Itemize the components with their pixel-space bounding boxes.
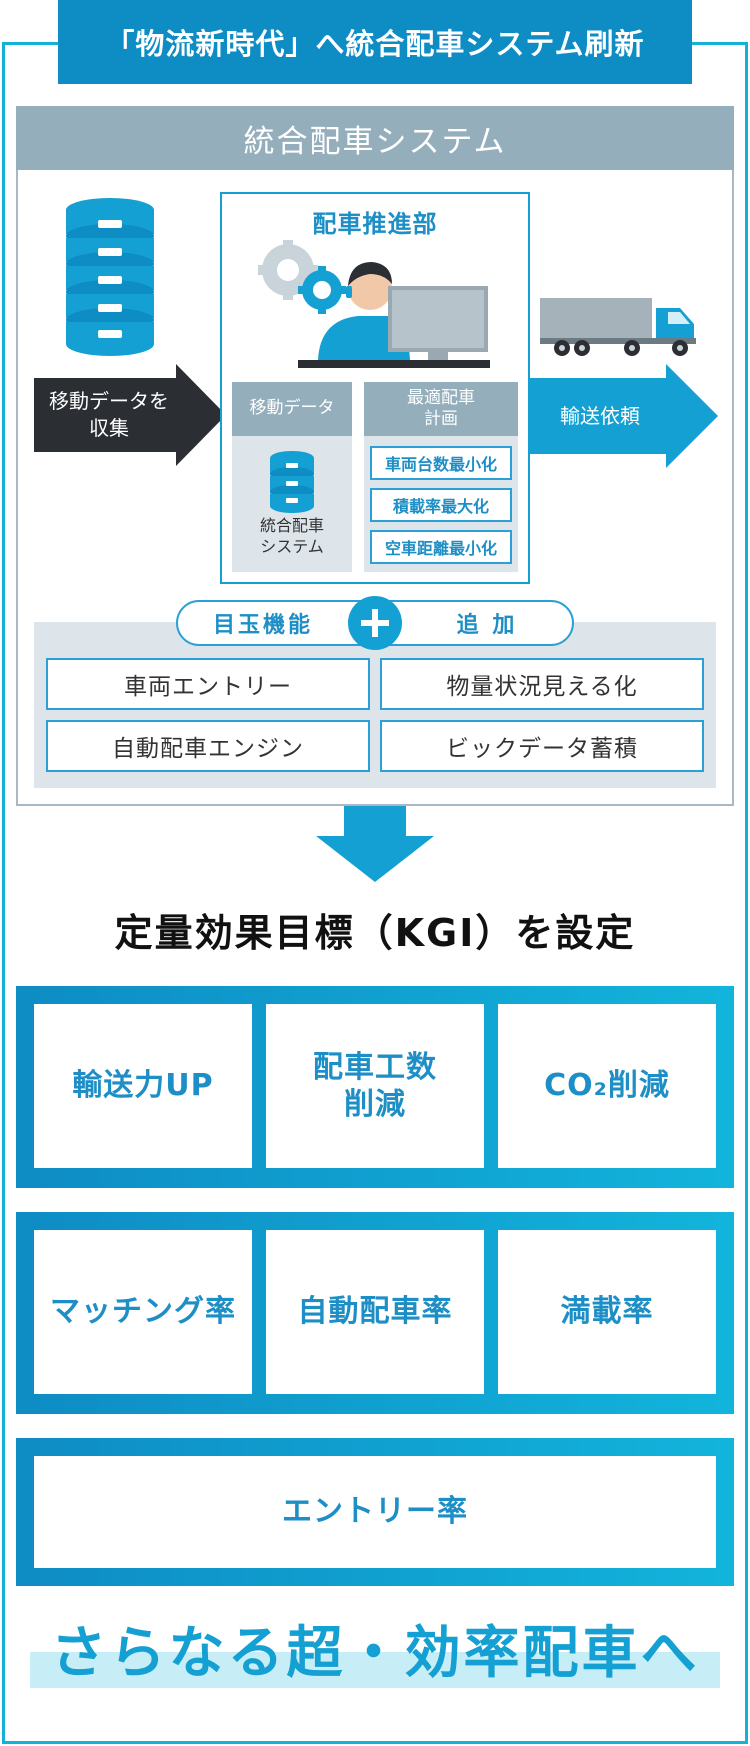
kgi-cell: マッチング率 xyxy=(34,1230,252,1394)
operator-icon xyxy=(258,240,490,368)
feature-item: 車両エントリー xyxy=(46,658,370,710)
transport-arrow-label: 輸送依頼 xyxy=(560,403,640,428)
kgi-cell: 配車工数 削減 xyxy=(266,1004,484,1168)
database-caption: 統合配車 システム xyxy=(259,516,324,556)
plan-item: 空車距離最小化 xyxy=(370,530,512,564)
plan-item: 積載率最大化 xyxy=(370,488,512,522)
page-title: 「物流新時代」へ統合配車システム刷新 xyxy=(58,0,692,84)
feature-pill-right: 追 加 xyxy=(456,613,518,638)
kgi-title: 定量効果目標（KGI）を設定 xyxy=(114,911,636,955)
feature-item: 物量状況見える化 xyxy=(380,658,704,710)
kgi-cell: エントリー率 xyxy=(34,1456,716,1568)
tagline-underline xyxy=(30,1652,720,1688)
collect-arrow xyxy=(34,364,226,466)
plus-icon xyxy=(348,596,402,650)
kgi-cell: 自動配車率 xyxy=(266,1230,484,1394)
feature-item: 自動配車エンジン xyxy=(46,720,370,772)
collect-arrow-label: 移動データを 収集 xyxy=(49,389,169,440)
plan-item: 車両台数最小化 xyxy=(370,446,512,480)
optimal-plan-header: 最適配車 計画 xyxy=(364,382,518,436)
system-title: 統合配車システム xyxy=(16,106,734,170)
database-icon xyxy=(66,198,154,356)
tagline: さらなる超・効率配車へ xyxy=(50,1621,700,1686)
feature-pill-left: 目玉機能 xyxy=(212,613,313,638)
kgi-cell: 輸送力UP xyxy=(34,1004,252,1168)
transport-arrow xyxy=(530,364,718,468)
feature-item: ビックデータ蓄積 xyxy=(380,720,704,772)
truck-icon xyxy=(540,298,696,356)
kgi-cell: CO₂削減 xyxy=(498,1004,716,1168)
down-arrow xyxy=(316,806,434,882)
dispatch-department-title: 配車推進部 xyxy=(312,210,438,238)
kgi-cell: 満載率 xyxy=(498,1230,716,1394)
database-icon xyxy=(270,451,314,513)
moving-data-header: 移動データ xyxy=(232,382,352,436)
